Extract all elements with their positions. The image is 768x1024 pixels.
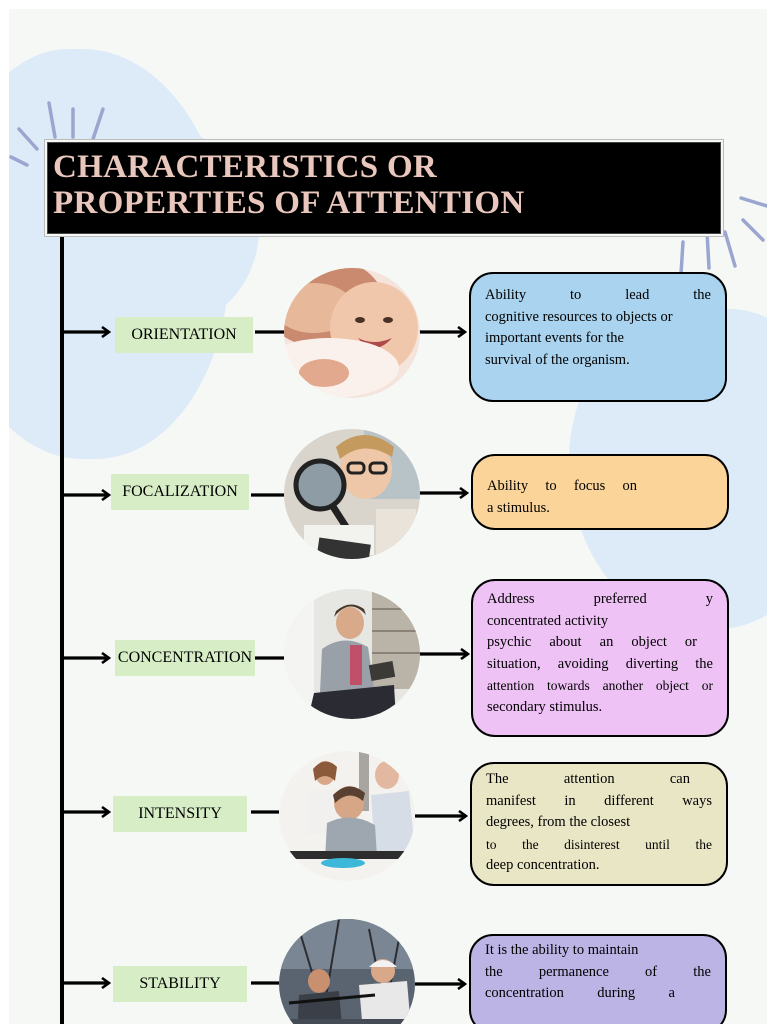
label-intensity: INTENSITY [113,796,247,832]
description-intensity: The attention can manifest in different … [470,762,728,886]
description-line: the permanence of the [485,963,711,980]
description-concentration: Address preferred y concentrated activit… [471,579,729,737]
photo-magnifying-glass [284,429,420,559]
page-sheet: CHARACTERISTICS OR PROPERTIES OF ATTENTI… [9,9,767,1024]
description-line: It is the ability to maintain [485,942,639,958]
label-focalization: FOCALIZATION [111,474,249,510]
description-line: situation, avoiding diverting the [487,655,713,672]
description-line: important events for the [485,330,624,346]
description-line: Address preferred y [487,591,713,607]
label-stability: STABILITY [113,966,247,1002]
decorative-rays-right [679,196,767,276]
photo-students-in-classroom [279,751,415,881]
description-line: concentrated activity [487,612,609,629]
description-line: a stimulus. [487,499,550,516]
description-line: Ability to lead the [485,287,711,303]
label-orientation: ORIENTATION [115,317,253,353]
title-banner: CHARACTERISTICS OR PROPERTIES OF ATTENTI… [47,142,721,234]
photo-student-reading [284,589,420,719]
label-concentration: CONCENTRATION [115,640,255,676]
timeline-spine [60,237,64,1024]
photo-mother-and-baby [284,268,420,398]
description-stability: It is the ability to maintain the perman… [469,934,727,1024]
description-line: secondary stimulus. [487,698,603,715]
description-line: to the disinterest until the [486,836,712,852]
decorative-rays-top-left [9,101,105,167]
description-orientation: Ability to lead the cognitive resources … [469,272,727,402]
description-line: concentration during a [485,985,675,1001]
connector-arrows [64,9,767,1024]
description-line: psychic about an object or [487,634,697,650]
description-line: attention towards another object or [487,678,713,693]
description-line: survival of the organism. [485,351,630,368]
page-title: CHARACTERISTICS OR PROPERTIES OF ATTENTI… [53,149,525,221]
description-line: The attention can [486,771,690,787]
description-line: deep concentration. [486,857,600,873]
photo-archers [279,919,415,1024]
description-line: manifest in different ways [486,792,712,809]
description-line: Ability to focus on [487,478,637,494]
description-line: degrees, from the closest [486,814,631,830]
description-line: cognitive resources to objects or [485,308,673,325]
description-focalization: Ability to focus on a stimulus. [471,454,729,530]
